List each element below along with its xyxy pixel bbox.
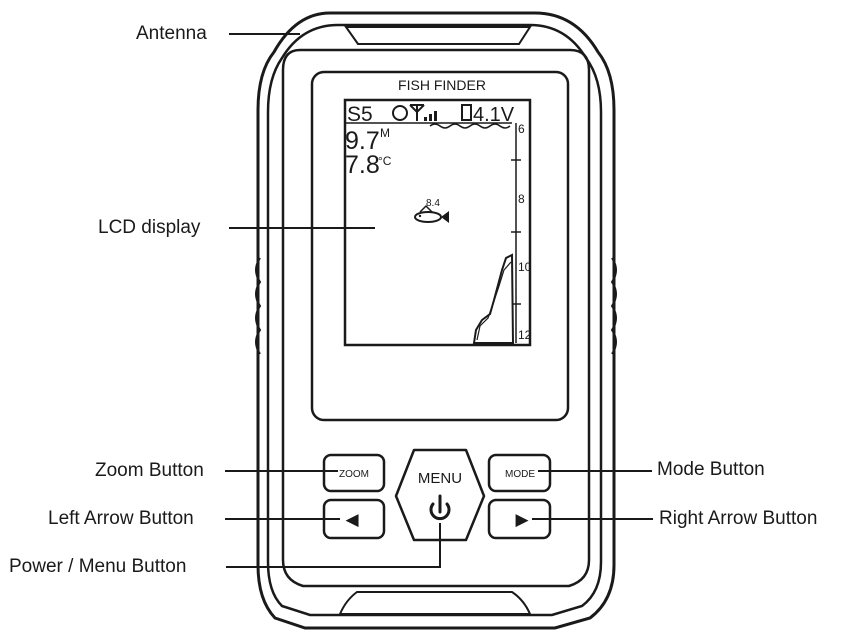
fish-symbol (414, 204, 449, 223)
right-grip (610, 257, 617, 355)
signal-bar (424, 117, 427, 121)
depth-scale-label: 10 (518, 260, 532, 274)
fish-depth-label: 8.4 (426, 198, 440, 209)
depth-unit: M (380, 126, 390, 140)
bottom-contour (472, 253, 515, 344)
left-arrow-button[interactable]: ◀ (322, 498, 386, 540)
depth-scale-labels: 6 8 10 12 (518, 122, 532, 342)
right-arrow-button[interactable]: ▶ (487, 498, 552, 540)
battery-voltage: 4.1V (473, 104, 515, 126)
bottom-contour-inner (476, 261, 512, 341)
temperature-unit: °C (378, 154, 392, 168)
sensitivity-readout: S5 (347, 103, 373, 126)
temperature-value: 7.8 (345, 151, 380, 179)
brand-label: FISH FINDER (398, 77, 486, 93)
power-leader (226, 523, 441, 568)
depth-value: 9.7 (345, 127, 380, 155)
depth-scale-label: 8 (518, 192, 525, 206)
fish-alarm-icon (392, 105, 408, 121)
depth-scale-label: 6 (518, 122, 525, 136)
zoom-callout: Zoom Button (95, 460, 204, 481)
top-notch (344, 26, 532, 45)
left-arrow-callout: Left Arrow Button (48, 508, 194, 529)
power-menu-button[interactable]: MENU (394, 448, 486, 542)
signal-icon (409, 104, 425, 121)
power-icon (429, 494, 451, 521)
left-arrow-icon: ◀ (345, 510, 359, 529)
menu-button-label: MENU (418, 470, 462, 487)
depth-scale-label: 12 (518, 328, 532, 342)
battery-icon (461, 104, 472, 121)
bottom-notch (338, 591, 532, 615)
signal-bar (434, 111, 437, 121)
surface-wave (429, 123, 511, 129)
zoom-button[interactable]: ZOOM (322, 453, 386, 493)
mode-button-label: MODE (505, 469, 535, 480)
zoom-button-label: ZOOM (339, 469, 369, 480)
antenna-callout: Antenna (136, 23, 207, 44)
right-arrow-callout: Right Arrow Button (659, 508, 818, 529)
right-arrow-icon: ▶ (515, 510, 529, 529)
left-grip (255, 257, 262, 355)
mode-callout: Mode Button (657, 459, 765, 480)
face-panel (281, 48, 591, 588)
power-callout: Power / Menu Button (9, 556, 187, 577)
signal-bar (429, 114, 432, 121)
lcd-callout: LCD display (98, 217, 201, 238)
mode-button[interactable]: MODE (487, 453, 552, 493)
